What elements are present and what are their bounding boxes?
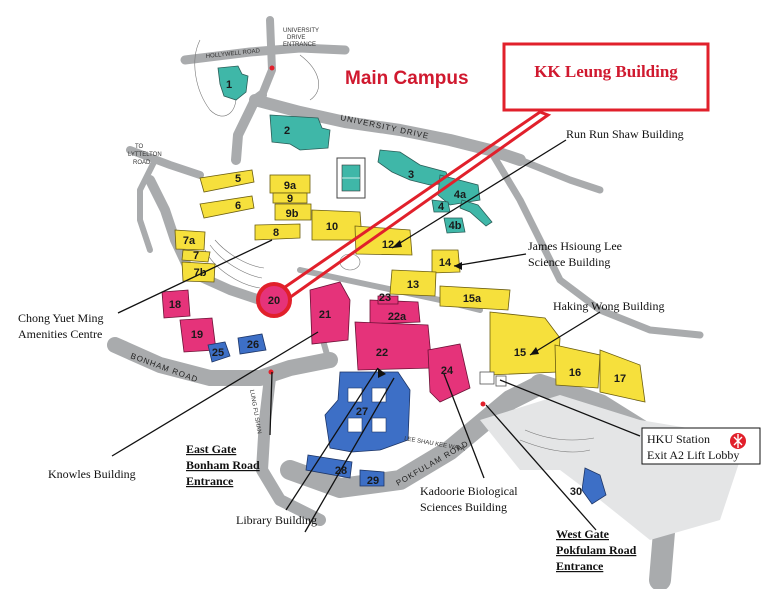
drive-entrance-label: DRIVE — [287, 35, 305, 41]
lung-fu-label: LUNG FU SHAN — [248, 389, 262, 434]
building-number: 9b — [286, 208, 299, 220]
building-labels: Run Run Shaw Building James Hsioung Lee … — [18, 127, 684, 573]
label-east-gate: Entrance — [186, 474, 234, 488]
building-number: 9 — [287, 193, 293, 205]
building-number: 1 — [226, 79, 232, 91]
building-number: 2 — [284, 125, 290, 137]
building-number: 12 — [382, 239, 394, 251]
label-library: Library Building — [236, 513, 317, 527]
building-number: 15 — [514, 347, 526, 359]
building-number: 30 — [570, 486, 582, 498]
building-number: 22a — [388, 311, 407, 323]
drive-entrance-label: ENTRANCE — [283, 42, 316, 48]
tennis-court — [336, 157, 366, 199]
label-knowles: Knowles Building — [48, 467, 136, 481]
label-james-lee: James Hsioung Lee — [528, 239, 622, 253]
slope-area — [480, 395, 740, 540]
lyttelton-label: TO — [135, 144, 144, 150]
highlight-circle — [256, 282, 292, 318]
mtr-logo-icon — [730, 433, 746, 449]
building-number: 9a — [284, 180, 297, 192]
building-number: 25 — [212, 347, 224, 359]
building-number: 5 — [235, 173, 241, 185]
hku-station-box: HKU Station Exit A2 Lift Lobby — [641, 427, 761, 465]
building-number: 23 — [379, 292, 391, 304]
building-number: 7b — [194, 267, 207, 279]
label-hku-station: Exit A2 Lift Lobby — [647, 448, 739, 462]
building-number: 29 — [367, 475, 379, 487]
label-east-gate: Bonham Road — [186, 458, 260, 472]
yellow-buildings — [174, 169, 646, 403]
building-number: 19 — [191, 329, 203, 341]
building-number: 18 — [169, 299, 181, 311]
pink-buildings — [161, 281, 471, 403]
label-hku-station: HKU Station — [647, 432, 710, 446]
building-number: 21 — [319, 309, 331, 321]
label-east-gate: East Gate — [186, 442, 237, 456]
label-west-gate: West Gate — [556, 527, 610, 541]
label-james-lee: Science Building — [528, 255, 610, 269]
highlight-number: 20 — [268, 295, 280, 307]
label-chong-yuet-ming: Chong Yuet Ming — [18, 311, 104, 325]
label-west-gate: Entrance — [556, 559, 604, 573]
drive-entrance-label: UNIVERSITY — [283, 28, 319, 34]
highlight-label: KK Leung Building — [534, 62, 678, 81]
building-number: 4b — [449, 220, 462, 232]
label-kadoorie: Kadoorie Biological — [420, 484, 518, 498]
lyttelton-label: ROAD — [133, 160, 151, 166]
building-number: 7a — [183, 235, 196, 247]
label-haking-wong: Haking Wong Building — [553, 299, 664, 313]
building-number: 26 — [247, 339, 259, 351]
hollywell-road-label: HOLLYWELL ROAD — [206, 48, 261, 60]
label-west-gate: Pokfulam Road — [556, 543, 637, 557]
building-number: 4a — [454, 189, 467, 201]
building-number: 13 — [407, 279, 419, 291]
pointer-lines — [111, 139, 641, 533]
building-number: 14 — [439, 257, 452, 269]
map-title: Main Campus — [345, 68, 469, 89]
building-number: 4 — [438, 201, 445, 213]
teal-buildings — [217, 65, 493, 234]
building-number: 3 — [408, 169, 414, 181]
building-number: 27 — [356, 406, 368, 418]
building-number: 7 — [193, 250, 199, 262]
label-chong-yuet-ming: Amenities Centre — [18, 327, 102, 341]
building-number: 6 — [235, 200, 241, 212]
highlight-box — [502, 42, 710, 112]
building-numbers: 1 2 3 4a 4 4b 5 6 7a 7 7b 8 9a 9 9b 10 1… — [169, 79, 626, 498]
lyttelton-label: LYTTELTON — [128, 152, 162, 158]
label-kadoorie: Sciences Building — [420, 500, 507, 514]
building-number: 24 — [441, 365, 454, 377]
building-number: 22 — [376, 347, 388, 359]
library-courtyards — [347, 387, 387, 433]
building-number: 16 — [569, 367, 581, 379]
building-number: 10 — [326, 221, 338, 233]
kk-leung-callout: 20 KK Leung Building — [256, 42, 710, 318]
landscape — [194, 39, 595, 453]
building-number: 17 — [614, 373, 626, 385]
pointer-arrowheads — [378, 240, 539, 378]
label-run-run-shaw: Run Run Shaw Building — [566, 127, 684, 141]
building-number: 8 — [273, 227, 279, 239]
building-number: 15a — [463, 293, 482, 305]
